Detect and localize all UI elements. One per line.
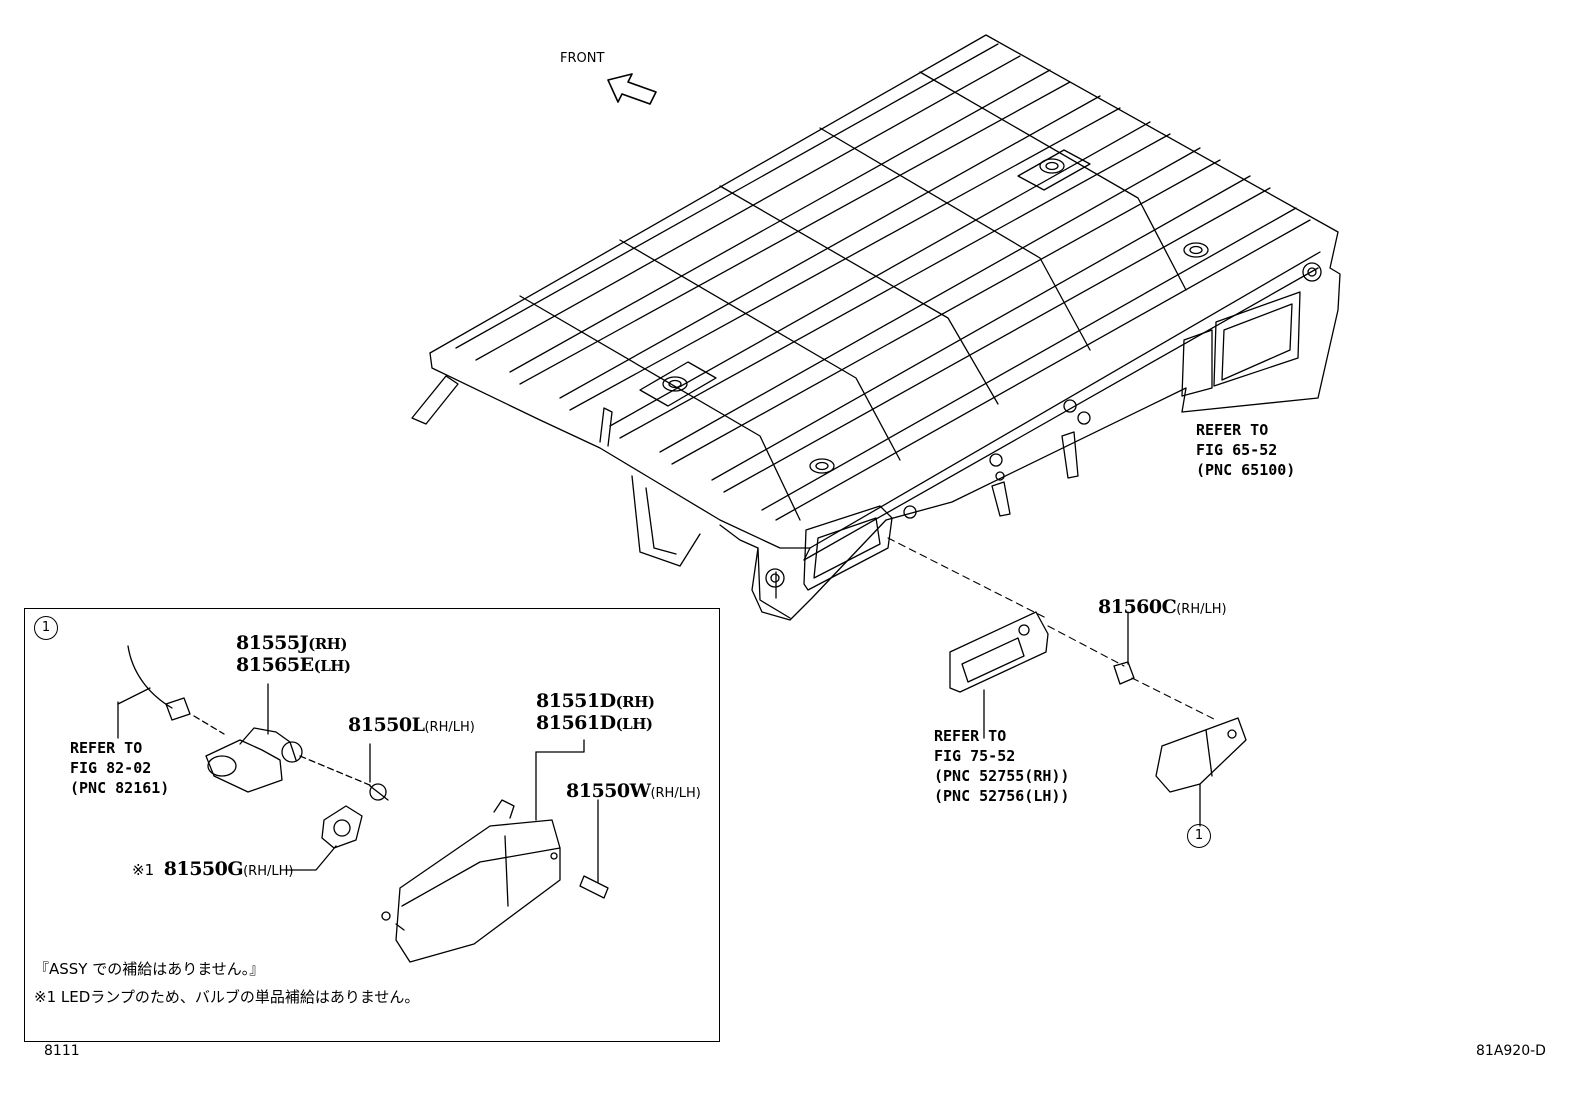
part-number: 81555J xyxy=(236,632,309,654)
reference-line: (PNC 65100) xyxy=(1196,461,1296,479)
detail-inset-marker: 1 xyxy=(34,616,58,640)
part-label-81550w[interactable]: 81550W(RH/LH) xyxy=(566,782,701,801)
reference-fig-82-02: REFER TO FIG 82-02 (PNC 82161) xyxy=(70,738,169,798)
inset-detail-drawing xyxy=(117,645,609,963)
part-number: 81550W xyxy=(566,780,651,802)
figure-code: 81A920-D xyxy=(1476,1043,1546,1059)
reference-line: FIG 65-52 xyxy=(1196,441,1278,459)
side-designation: (RH/LH) xyxy=(243,864,294,879)
reference-line: (PNC 82161) xyxy=(70,779,170,797)
lamp-assembly-drawing xyxy=(1155,717,1247,827)
detail-reference-marker[interactable]: 1 xyxy=(1187,824,1211,848)
reference-line: (PNC 52755(RH)) xyxy=(934,767,1070,785)
note-assy: 『ASSY での補給はありません。』 xyxy=(34,960,265,978)
part-number: 81550G xyxy=(163,858,244,880)
side-designation: (RH/LH) xyxy=(650,786,701,801)
part-number: 81560C xyxy=(1098,596,1177,618)
part-number: 81550L xyxy=(348,714,425,736)
part-label-81561d[interactable]: 81561D(LH) xyxy=(536,714,653,733)
reference-line: (PNC 52756(LH)) xyxy=(934,787,1070,805)
reference-line: FIG 82-02 xyxy=(70,759,152,777)
side-designation: (RH/LH) xyxy=(1176,602,1227,617)
side-designation: (RH/LH) xyxy=(424,720,475,735)
part-label-81550l[interactable]: 81550L(RH/LH) xyxy=(348,716,475,735)
reference-fig-65-52: REFER TO FIG 65-52 (PNC 65100) xyxy=(1196,420,1295,480)
part-label-81565e[interactable]: 81565E(LH) xyxy=(236,656,351,675)
part-label-81555j[interactable]: 81555J(RH) xyxy=(236,634,347,653)
footnote-marker: ※1 xyxy=(132,861,155,879)
side-designation: (RH) xyxy=(615,693,655,711)
part-label-81550g[interactable]: ※1 81550G(RH/LH) xyxy=(132,860,293,879)
part-label-81560c[interactable]: 81560C(RH/LH) xyxy=(1098,598,1227,617)
reference-fig-75-52: REFER TO FIG 75-52 (PNC 52755(RH)) (PNC … xyxy=(934,726,1069,806)
reference-line: REFER TO xyxy=(70,739,143,757)
reference-line: REFER TO xyxy=(1196,421,1269,439)
truck-bed-drawing xyxy=(411,34,1341,621)
part-number: 81565E xyxy=(236,654,314,676)
page-code: 8111 xyxy=(44,1043,80,1059)
note-led: ※1 LEDランプのため、バルブの単品補給はありません。 xyxy=(34,988,420,1006)
detail-inset xyxy=(24,608,720,1042)
part-number: 81561D xyxy=(536,712,616,734)
reference-line: REFER TO xyxy=(934,727,1007,745)
reference-line: FIG 75-52 xyxy=(934,747,1016,765)
license-bracket-drawing xyxy=(949,611,1049,739)
side-designation: (RH) xyxy=(308,635,347,653)
side-designation: (LH) xyxy=(313,657,351,675)
front-arrow-icon xyxy=(607,73,657,105)
part-label-81551d[interactable]: 81551D(RH) xyxy=(536,690,655,712)
assembly-lines xyxy=(887,537,1217,721)
front-label: FRONT xyxy=(560,51,605,66)
side-designation: (LH) xyxy=(615,715,653,733)
part-number: 81551D xyxy=(536,690,616,712)
clip-81560c-drawing xyxy=(1113,611,1135,685)
